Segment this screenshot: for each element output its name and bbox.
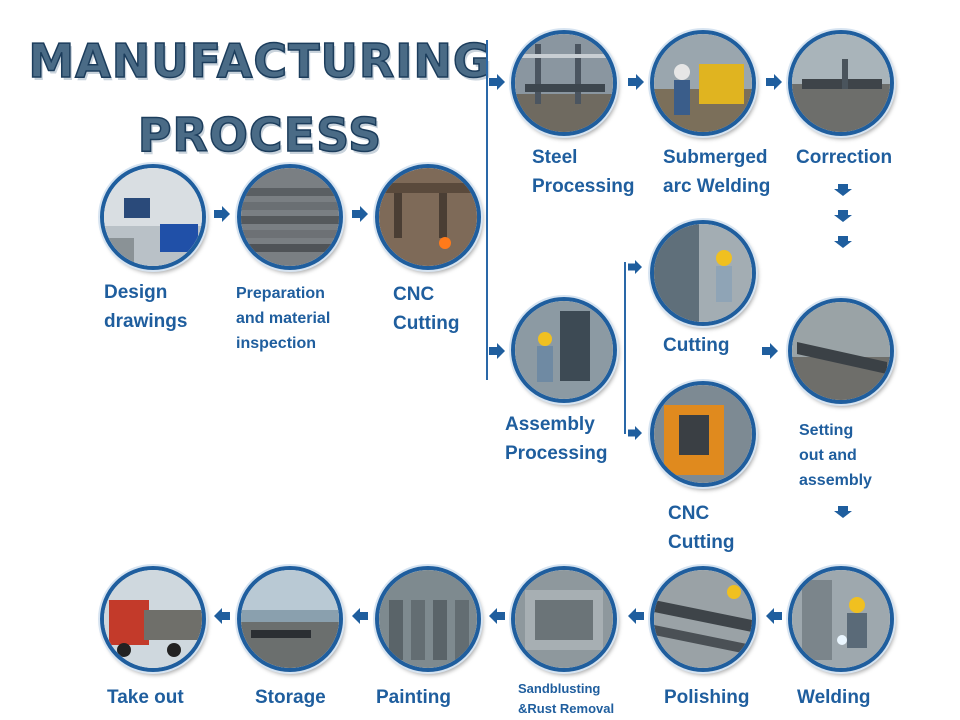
arrow-right-icon [489, 74, 505, 90]
arrow-left-icon [766, 608, 782, 624]
arrow-left-icon [352, 608, 368, 624]
photo-preparation [237, 164, 343, 270]
connector-line [486, 40, 488, 380]
label-cnc-cutting-1: CNC Cutting [393, 284, 460, 334]
photo-submerged-arc-welding [650, 30, 756, 136]
label-sandblasting: Sandblusting &Rust Removal [518, 681, 615, 716]
photo-assembly-processing [511, 297, 617, 403]
label-assembly-processing: Assembly Processing [505, 414, 608, 464]
label-correction: Correction [796, 147, 893, 168]
label-cnc-cutting-2: CNC Cutting [668, 503, 735, 553]
arrow-right-icon [214, 206, 230, 222]
arrow-down-icon [834, 506, 852, 518]
label-cutting: Cutting [663, 335, 730, 356]
label-polishing: Polishing [664, 687, 750, 708]
arrow-down-icon [834, 210, 852, 222]
photo-setting-out [788, 298, 894, 404]
label-preparation: Preparation and material inspection [236, 285, 331, 352]
arrow-right-icon [352, 206, 368, 222]
photo-cutting [650, 220, 756, 326]
arrow-left-icon [214, 608, 230, 624]
arrow-left-icon [489, 608, 505, 624]
arrow-right-icon [766, 74, 782, 90]
label-welding: Welding [797, 687, 871, 708]
photo-cnc-cutting-1 [375, 164, 481, 270]
photo-storage [237, 566, 343, 672]
arrow-right-icon [762, 343, 778, 359]
label-storage: Storage [255, 687, 326, 708]
title-line1: MANUFACTURING [28, 33, 492, 89]
photo-polishing [650, 566, 756, 672]
label-take-out: Take out [107, 687, 184, 708]
arrow-right-icon [628, 260, 642, 274]
label-steel-processing: Steel Processing [532, 147, 635, 197]
photo-welding [788, 566, 894, 672]
photo-cnc-cutting-2 [650, 381, 756, 487]
arrow-right-icon [628, 74, 644, 90]
arrow-right-icon [628, 426, 642, 440]
title-line2: PROCESS [137, 107, 383, 163]
label-painting: Painting [376, 687, 451, 708]
arrow-down-icon [834, 236, 852, 248]
photo-take-out [100, 566, 206, 672]
arrow-left-icon [628, 608, 644, 624]
photo-painting [375, 566, 481, 672]
label-design-drawings: Design drawings [104, 282, 188, 332]
label-setting-out: Setting out and assembly [799, 422, 872, 489]
label-submerged-arc-welding: Submerged arc Welding [663, 147, 771, 197]
photo-steel-processing [511, 30, 617, 136]
connector-line [624, 262, 626, 434]
arrow-down-icon [834, 184, 852, 196]
photo-correction [788, 30, 894, 136]
photo-sandblasting [511, 566, 617, 672]
arrow-right-icon [489, 343, 505, 359]
photo-design-drawings [100, 164, 206, 270]
